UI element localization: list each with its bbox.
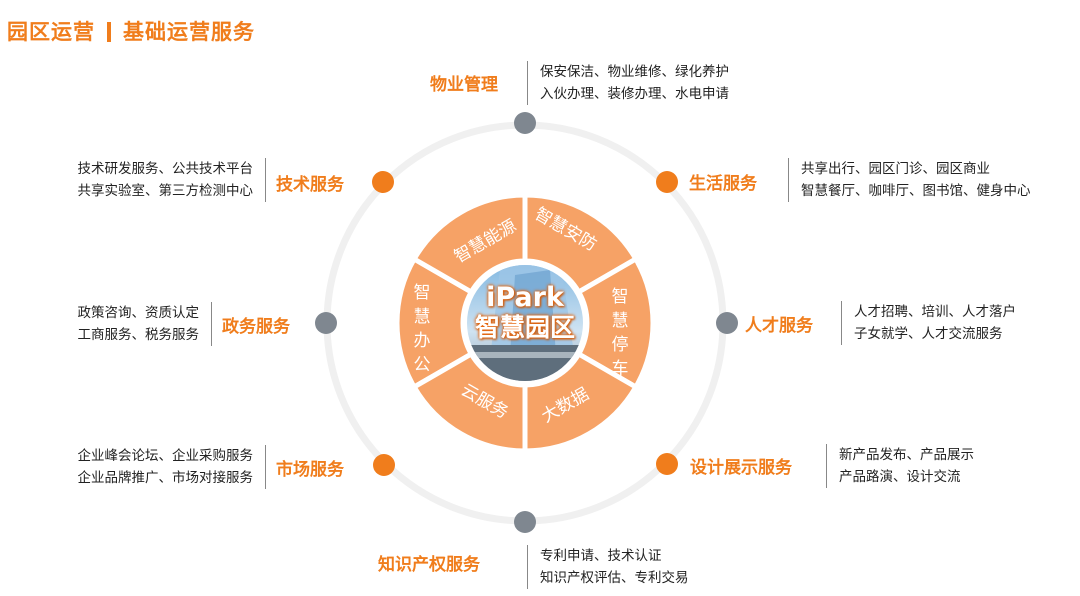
center-title-line2: 智慧园区 <box>474 313 575 342</box>
desc-life-line2: 智慧餐厅、咖啡厅、图书馆、健身中心 <box>801 183 1031 199</box>
desc-tech-line2: 共享实验室、第三方检测中心 <box>77 183 254 199</box>
center-title-line1: iPark <box>486 282 564 313</box>
desc-property: 保安保洁、物业维修、绿化养护 入伙办理、装修办理、水电申请 <box>527 61 729 105</box>
dot-market <box>373 454 395 476</box>
label-property: 物业管理 <box>430 75 498 95</box>
desc-tech-line1: 技术研发服务、公共技术平台 <box>77 161 254 177</box>
dot-design <box>656 453 678 475</box>
dot-gov <box>315 312 337 334</box>
label-talent: 人才服务 <box>745 316 813 336</box>
desc-market: 企业峰会论坛、企业采购服务 企业品牌推广、市场对接服务 <box>77 445 266 489</box>
dot-life <box>656 171 678 193</box>
vertTextOffice-char: 智 <box>414 283 431 303</box>
desc-ip: 专利申请、技术认证 知识产权评估、专利交易 <box>527 545 689 589</box>
title-part1: 园区运营 <box>7 20 95 44</box>
desc-ip-line2: 知识产权评估、专利交易 <box>540 570 689 586</box>
page-title: 园区运营 基础运营服务 <box>7 16 255 46</box>
desc-property-line2: 入伙办理、装修办理、水电申请 <box>540 86 729 102</box>
vertTextParking-char: 停 <box>612 335 629 355</box>
vertTextParking-char: 车 <box>612 359 629 379</box>
desc-design-line2: 产品路演、设计交流 <box>839 469 961 485</box>
desc-talent-line1: 人才招聘、培训、人才落户 <box>854 304 1016 320</box>
desc-market-line2: 企业品牌推广、市场对接服务 <box>77 470 254 486</box>
desc-gov-line2: 工商服务、税务服务 <box>77 327 200 343</box>
desc-talent-line2: 子女就学、人才交流服务 <box>854 326 1003 342</box>
label-tech: 技术服务 <box>276 175 344 195</box>
dot-tech <box>372 171 394 193</box>
desc-gov: 政策咨询、资质认定 工商服务、税务服务 <box>77 302 212 346</box>
center-image <box>463 261 587 385</box>
desc-talent: 人才招聘、培训、人才落户 子女就学、人才交流服务 <box>841 301 1016 345</box>
vertTextOffice-char: 办 <box>414 331 431 351</box>
dot-talent <box>716 312 738 334</box>
desc-market-line1: 企业峰会论坛、企业采购服务 <box>77 448 254 464</box>
title-part2: 基础运营服务 <box>123 20 255 44</box>
inner-ring <box>394 192 656 454</box>
vertTextParking-char: 慧 <box>612 311 629 331</box>
label-gov: 政务服务 <box>222 317 290 337</box>
dot-ip <box>514 511 536 533</box>
desc-property-line1: 保安保洁、物业维修、绿化养护 <box>540 64 729 80</box>
desc-tech: 技术研发服务、公共技术平台 共享实验室、第三方检测中心 <box>77 158 266 202</box>
title-divider <box>107 22 111 42</box>
center-title: iPark 智慧园区 <box>465 284 585 340</box>
label-ip: 知识产权服务 <box>378 555 480 575</box>
label-design: 设计展示服务 <box>690 458 792 478</box>
desc-design-line1: 新产品发布、产品展示 <box>839 447 974 463</box>
desc-ip-line1: 专利申请、技术认证 <box>540 548 662 564</box>
desc-life-line1: 共享出行、园区门诊、园区商业 <box>801 161 990 177</box>
label-market: 市场服务 <box>276 460 344 480</box>
vertTextOffice-char: 慧 <box>414 307 431 327</box>
dot-property <box>514 112 536 134</box>
label-life: 生活服务 <box>689 174 757 194</box>
desc-design: 新产品发布、产品展示 产品路演、设计交流 <box>826 444 974 488</box>
desc-gov-line1: 政策咨询、资质认定 <box>77 305 200 321</box>
vertTextParking-char: 智 <box>612 287 629 307</box>
vertTextOffice-char: 公 <box>414 355 431 375</box>
desc-life: 共享出行、园区门诊、园区商业 智慧餐厅、咖啡厅、图书馆、健身中心 <box>788 158 1031 202</box>
